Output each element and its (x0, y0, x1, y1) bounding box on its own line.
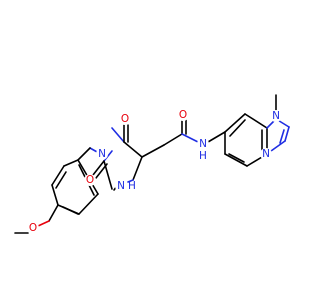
bond (77, 147, 91, 161)
molecule-diagram: O O N H N N N H N O O (14, 94, 290, 234)
bond (103, 150, 113, 162)
nitrogen-label: N (262, 148, 270, 160)
bonds (14, 94, 290, 234)
bond (62, 206, 79, 215)
bond (92, 160, 105, 176)
bond (78, 193, 99, 215)
bond (51, 184, 59, 206)
oxygen-label: O (121, 113, 129, 125)
atom-labels: O O N H N N N H N O O (27, 109, 282, 234)
bond (244, 113, 268, 129)
bond (181, 133, 199, 143)
bond (207, 131, 226, 143)
bond (123, 141, 143, 158)
bond (224, 153, 248, 167)
nitrogen-label: N (199, 138, 207, 150)
bond (51, 165, 65, 186)
bond (55, 171, 67, 189)
bond (228, 153, 245, 163)
bond (229, 119, 246, 137)
hydrogen-label: H (199, 150, 207, 162)
nitrogen-label: N (117, 180, 125, 192)
bond (279, 129, 285, 144)
bond (132, 156, 143, 181)
bond (224, 113, 246, 133)
bond (111, 127, 125, 143)
oxygen-label: O (86, 174, 94, 186)
bond (127, 179, 134, 183)
oxygen-label: O (29, 222, 37, 234)
bond (95, 163, 108, 179)
nitrogen-label: N (272, 110, 280, 122)
bond (284, 126, 290, 142)
bond (270, 140, 286, 152)
oxygen-label: O (179, 109, 187, 121)
bond (163, 133, 183, 146)
bond (63, 159, 79, 167)
bond (37, 220, 50, 227)
bond (48, 204, 59, 222)
nitrogen-label: N (98, 148, 106, 160)
hydrogen-label: H (128, 180, 136, 192)
bond (141, 144, 165, 158)
